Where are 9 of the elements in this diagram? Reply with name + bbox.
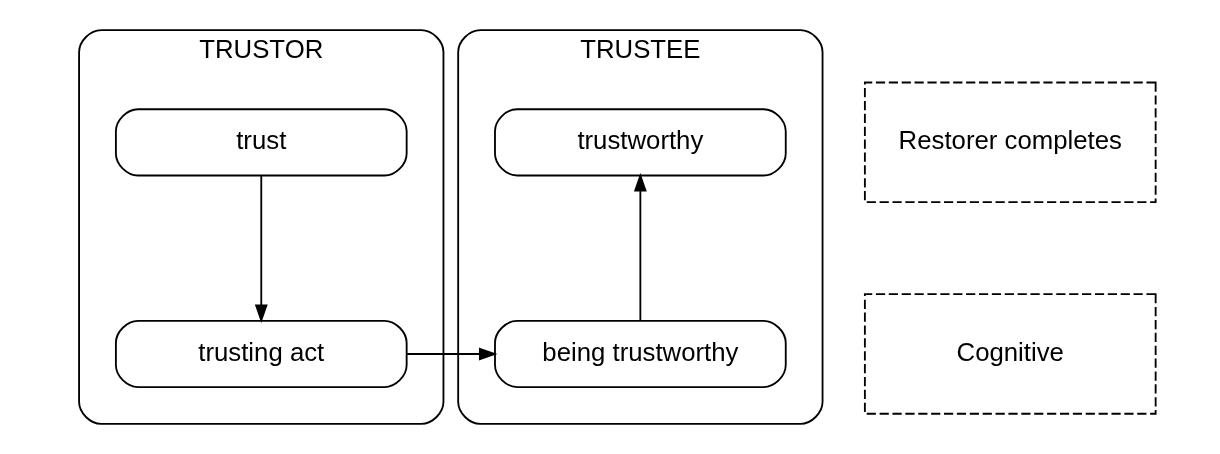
- arrow: [633, 173, 647, 322]
- node-box: trusting act: [114, 319, 408, 389]
- node-box: trustworthy: [494, 108, 787, 177]
- node-box: Cognitive: [863, 293, 1157, 415]
- arrow: [406, 347, 498, 361]
- node-box: trust: [114, 108, 408, 177]
- node-box: Restorer completes: [863, 81, 1157, 204]
- arrow: [254, 174, 268, 324]
- node-box: being trustworthy: [494, 319, 787, 389]
